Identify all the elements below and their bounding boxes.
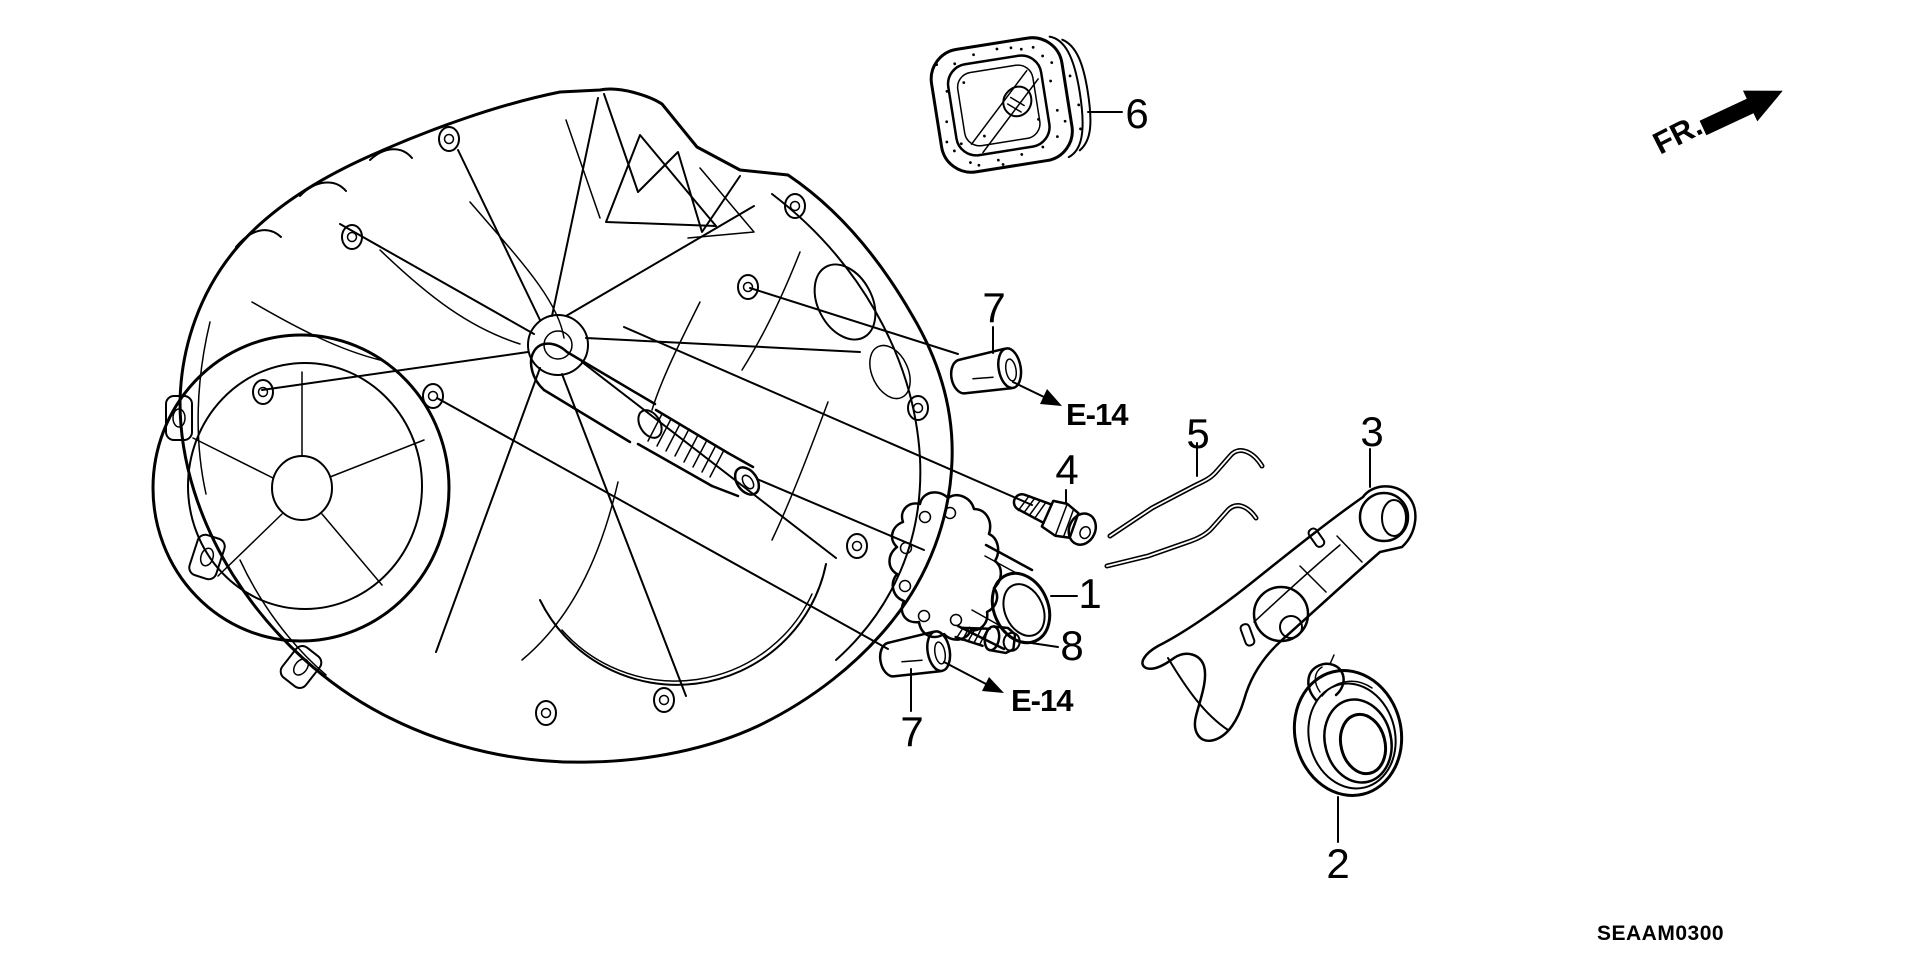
callout-1: 1	[1078, 570, 1101, 617]
leader-part8-label	[1017, 640, 1059, 648]
callout-2: 2	[1326, 840, 1349, 887]
part-4-fitting	[1012, 493, 1098, 546]
mounting-tabs	[165, 395, 323, 689]
part-1-bearing-guide	[888, 491, 1052, 651]
callout-8: 8	[1060, 622, 1083, 669]
transmission-case-drawing	[151, 87, 954, 764]
fr-direction-label: FR.	[1647, 107, 1707, 161]
part-3-release-fork	[1141, 485, 1417, 743]
part-7-dowel-pin-bottom	[878, 630, 952, 678]
callout-4: 4	[1055, 446, 1078, 493]
e14-top-arrow-line	[1012, 381, 1045, 398]
leader-part7-top-from-case	[749, 287, 959, 355]
leader-part4-from-case	[623, 326, 1033, 506]
callout-7-bottom: 7	[900, 708, 923, 755]
leader-lines	[436, 111, 1371, 843]
e14-bottom-arrowhead-icon	[982, 677, 1004, 693]
part-5-fork-spring	[1104, 448, 1265, 569]
e14-bottom-arrow-line	[943, 661, 987, 685]
diagram-code: SEAAM0300	[1597, 922, 1724, 945]
part-2-release-bearing	[1292, 654, 1404, 797]
e14-ref-bottom: E-14	[1011, 683, 1074, 718]
fr-arrow-icon	[1699, 90, 1783, 136]
leader-part1-from-case	[756, 478, 925, 551]
input-shaft-drawing	[529, 342, 761, 498]
callout-7-top: 7	[982, 284, 1005, 331]
part-7-dowel-pin-top	[949, 347, 1023, 395]
leader-part7-bottom-from-case	[436, 397, 889, 650]
part-8-bolt	[954, 625, 1021, 655]
bolt-bosses	[252, 126, 929, 726]
callout-3: 3	[1360, 408, 1383, 455]
part-6-grommet	[929, 35, 1092, 174]
e14-top-arrowhead-icon	[1040, 389, 1062, 406]
grommet-stipple	[935, 45, 1082, 167]
callout-5: 5	[1186, 410, 1209, 457]
e14-ref-top: E-14	[1066, 397, 1129, 432]
callout-6: 6	[1125, 90, 1148, 137]
